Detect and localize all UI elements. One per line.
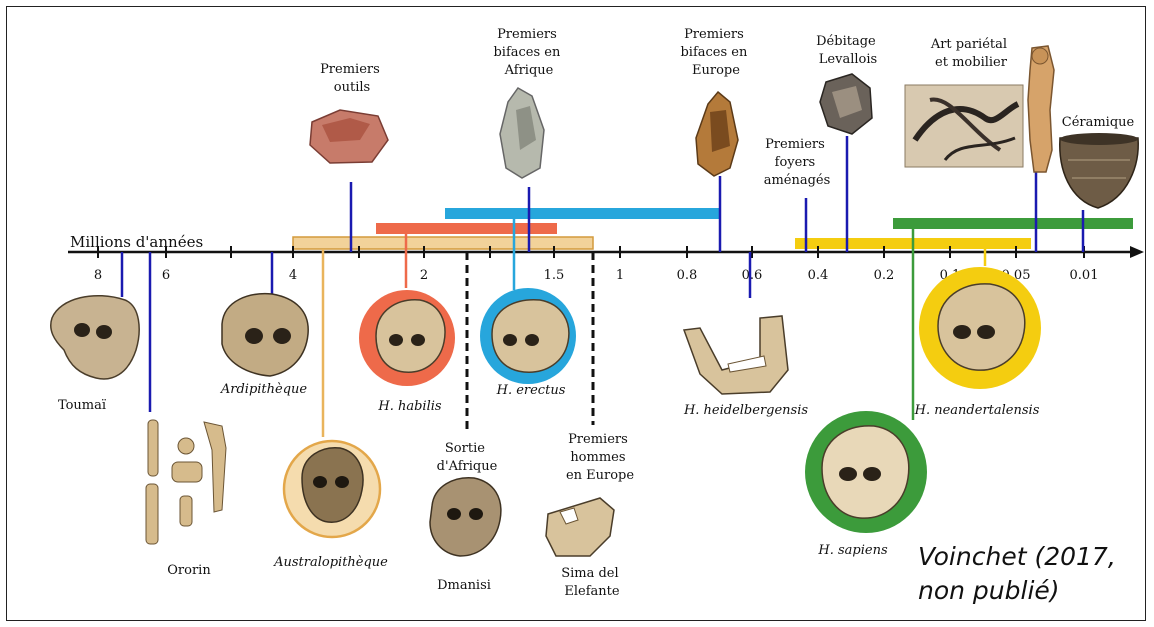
tick-label: 0.8	[677, 268, 698, 283]
event-sortie-afrique: Sortie d'Afrique	[437, 441, 498, 474]
sapiens-range-bar	[893, 218, 1133, 229]
label-sima-del-elefante: Sima del Elefante	[561, 566, 623, 599]
tick-label: 0.2	[874, 268, 895, 283]
axis-title: Millions d'années	[70, 233, 203, 251]
event-debitage-levallois: Débitage Levallois	[816, 34, 880, 67]
label-sapiens: H. sapiens	[817, 543, 888, 558]
label-dmanisi: Dmanisi	[437, 578, 491, 593]
label-ardipitheque: Ardipithèque	[220, 382, 308, 397]
event-art-parietal: Art pariétal et mobilier	[930, 37, 1011, 70]
event-premiers-hommes-europe: Premiers hommes en Europe	[566, 432, 634, 483]
tick-label: 0.4	[808, 268, 829, 283]
sapiens-skull-icon	[805, 411, 927, 533]
venus-figurine-icon	[1028, 46, 1054, 172]
tick-label: 4	[289, 268, 297, 283]
time-axis-arrow	[1130, 246, 1144, 258]
event-bifaces-afrique: Premiers bifaces en Afrique	[493, 27, 564, 78]
levallois-core-icon	[820, 74, 872, 134]
orrorin-bone-icon	[146, 420, 226, 544]
event-bifaces-europe: Premiers bifaces en Europe	[680, 27, 751, 78]
ceramic-pot-icon	[1060, 133, 1138, 208]
label-heidelbergensis: H. heidelbergensis	[683, 403, 808, 418]
australopitheque-range-bar	[293, 237, 593, 249]
tick-label: 0.6	[742, 268, 763, 283]
tick-label: 0.01	[1070, 268, 1099, 283]
heidelbergensis-jaw-icon	[684, 316, 788, 394]
tick-label: 1.5	[544, 268, 565, 283]
erectus-range-bar	[445, 208, 720, 219]
sima-del-elefante-jaw-icon	[546, 498, 614, 556]
tick-label: 2	[420, 268, 428, 283]
tick-label: 8	[94, 268, 102, 283]
event-label-line: Premiers	[320, 62, 380, 77]
label-neandertalensis: H. neandertalensis	[914, 403, 1040, 418]
label-toumai: Toumaï	[58, 398, 107, 413]
flaked-tool-icon	[310, 110, 388, 163]
label-habilis: H. habilis	[377, 399, 442, 414]
dmanisi-skull-icon	[430, 478, 501, 556]
event-premiers-foyers: Premiers foyers aménagés	[764, 137, 831, 188]
event-premiers-outils: Premiers outils	[320, 62, 384, 95]
event-ceramique: Céramique	[1062, 115, 1135, 130]
event-label-line: outils	[334, 80, 370, 95]
hand-axe-icon	[696, 92, 738, 176]
cave-art-icon	[905, 85, 1023, 167]
tick-label: 1	[616, 268, 624, 283]
tick-label: 6	[162, 268, 170, 283]
source-credit: Voinchet (2017, non publié)	[918, 540, 1128, 608]
ardipitheque-skull-icon	[222, 294, 308, 376]
australopitheque-skull-icon	[284, 441, 380, 537]
neandertalensis-skull-icon	[919, 267, 1041, 389]
label-erectus: H. erectus	[496, 383, 566, 398]
hand-axe-icon	[500, 88, 544, 178]
label-ororin: Ororin	[167, 563, 211, 578]
habilis-skull-icon	[359, 290, 455, 386]
label-australopitheque: Australopithèque	[273, 555, 388, 570]
toumai-skull-icon	[51, 296, 139, 379]
erectus-skull-icon	[480, 288, 576, 384]
